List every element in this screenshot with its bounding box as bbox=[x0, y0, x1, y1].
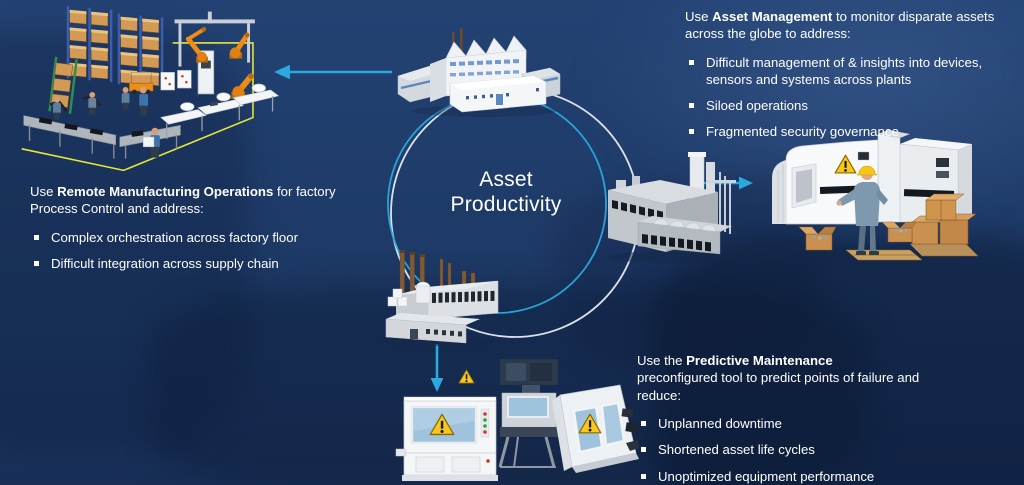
cardboard-boxes bbox=[798, 193, 979, 257]
worker-figure bbox=[53, 86, 160, 158]
floor-outline bbox=[21, 42, 254, 172]
cnc-machine-workers-illustration bbox=[762, 130, 979, 265]
remote-operations-heading: Use Remote Manufacturing Operations for … bbox=[30, 184, 336, 217]
machine-panel bbox=[201, 60, 211, 69]
factory-building-top-illustration bbox=[397, 28, 561, 117]
predictive-maintenance-bullets: Unplanned downtime Shortened asset life … bbox=[637, 415, 939, 484]
bullet-item: Difficult integration across supply chai… bbox=[30, 255, 350, 272]
warehouse-rack bbox=[117, 13, 164, 89]
arrow-left-icon bbox=[274, 64, 392, 80]
remote-operations-text: Use Remote Manufacturing Operations for … bbox=[30, 183, 350, 272]
robot-arm bbox=[185, 26, 208, 63]
warehouse-rack bbox=[66, 5, 113, 83]
asset-management-text: Use Asset Management to monitor disparat… bbox=[685, 8, 1007, 140]
bullet-item: Complex orchestration across factory flo… bbox=[30, 229, 350, 246]
cnc-lathe-machine bbox=[552, 384, 639, 473]
arrow-down-icon bbox=[430, 344, 444, 392]
factory-chimneys-illustration bbox=[378, 250, 502, 346]
agv-forklift bbox=[129, 72, 154, 95]
bullet-item: Unoptimized equipment performance bbox=[637, 468, 939, 485]
bullet-item: Unplanned downtime bbox=[637, 415, 939, 432]
bullet-item: Fragmented security governance bbox=[685, 123, 1007, 140]
factory-plant-right-illustration bbox=[608, 152, 736, 263]
inspection-machine bbox=[498, 358, 559, 468]
robot-arm bbox=[229, 32, 250, 59]
assembly-tables bbox=[160, 83, 280, 139]
asset-management-bullets: Difficult management of & insights into … bbox=[685, 54, 1007, 141]
bullet-item: Difficult management of & insights into … bbox=[685, 54, 1007, 88]
asset-productivity-label: Asset Productivity bbox=[450, 168, 562, 217]
gantry-frame bbox=[174, 11, 255, 67]
parts-bins bbox=[160, 70, 192, 91]
bullet-item: Shortened asset life cycles bbox=[637, 441, 939, 458]
factory-floor-illustration bbox=[21, 5, 280, 172]
predictive-machines-illustration bbox=[395, 358, 639, 482]
worker-figure bbox=[836, 165, 888, 255]
warning-triangle-icon bbox=[458, 369, 475, 384]
predictive-maintenance-heading: Use the Predictive Maintenance preconfig… bbox=[637, 353, 920, 403]
remote-operations-bullets: Complex orchestration across factory flo… bbox=[30, 229, 350, 272]
bullet-item: Siloed operations bbox=[685, 97, 1007, 114]
predictive-maintenance-text: Use the Predictive Maintenance preconfig… bbox=[637, 352, 939, 485]
asset-management-heading: Use Asset Management to monitor disparat… bbox=[685, 9, 995, 42]
cnc-cabinet-machine bbox=[395, 396, 498, 481]
robot-arm bbox=[231, 73, 254, 99]
